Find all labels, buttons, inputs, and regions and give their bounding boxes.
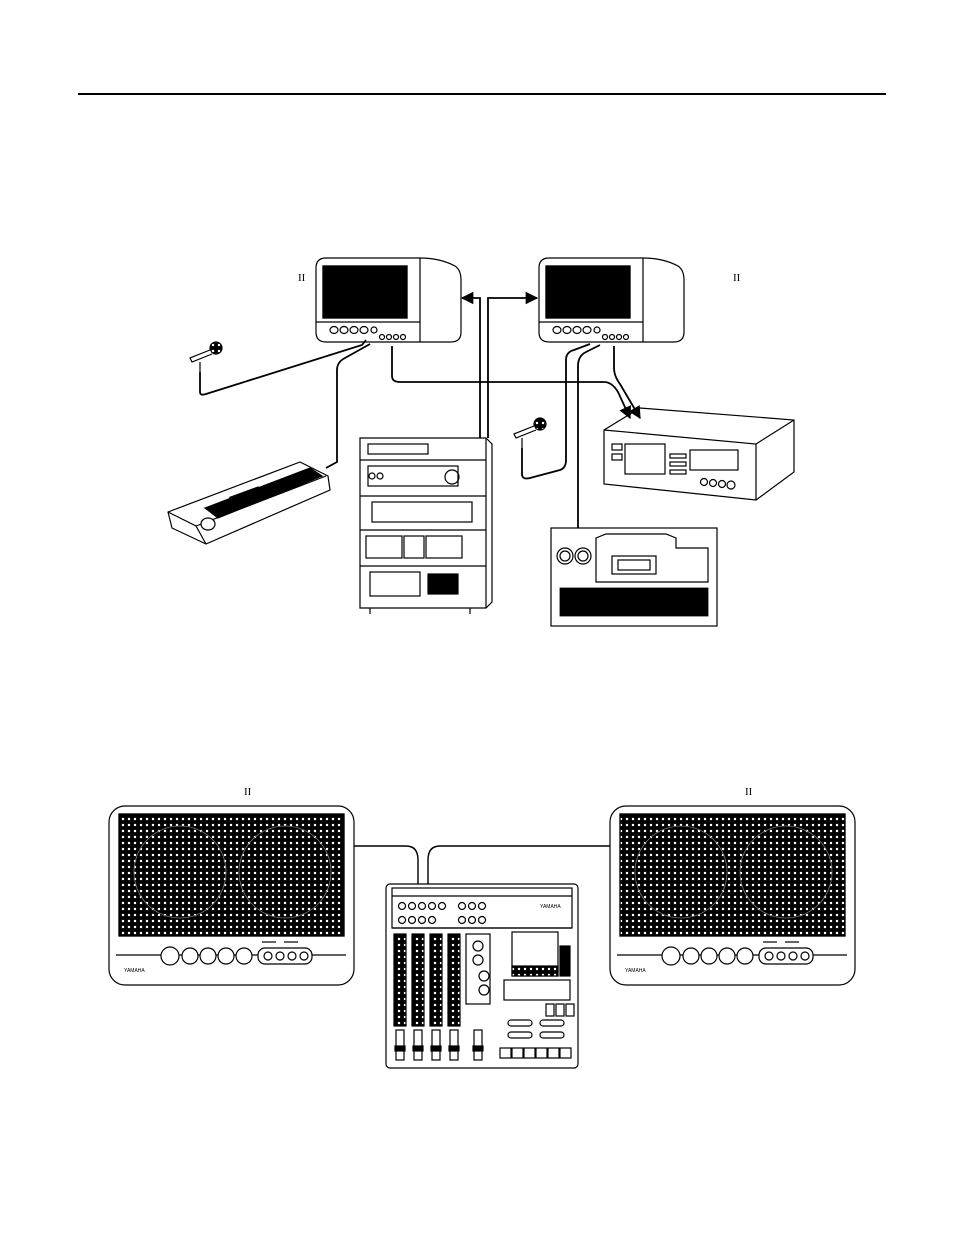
cable-stack-left-speaker <box>462 298 480 438</box>
mixer-recorder: YAMAHA <box>386 884 578 1068</box>
cable-left-speaker-deck <box>392 346 630 418</box>
label-bottom-right-speaker: II <box>745 786 753 798</box>
cable-mic-left <box>200 340 366 395</box>
drum-machine <box>551 528 717 626</box>
microphone-left <box>190 342 222 372</box>
speaker-knobs <box>161 947 252 965</box>
speaker-brand-left: YAMAHA <box>124 968 145 974</box>
cable-right-speaker-mixer <box>428 846 610 884</box>
speaker-brand-right: YAMAHA <box>625 968 646 974</box>
label-top-right-speaker: II <box>733 272 741 284</box>
cable-mic-right <box>522 344 590 479</box>
speaker-knobs <box>662 947 753 965</box>
cable-drum-machine <box>578 345 600 528</box>
drum-pads <box>560 588 708 616</box>
hifi-stack <box>360 438 492 614</box>
label-top-left-speaker: II <box>298 272 306 284</box>
cable-right-speaker-deck <box>614 346 640 418</box>
label-bottom-left-speaker: II <box>244 786 252 798</box>
bottom-right-speaker: YAMAHA <box>610 806 855 985</box>
cassette-deck <box>604 408 794 500</box>
transport-buttons <box>500 1048 571 1058</box>
mixer-brand: YAMAHA <box>540 904 561 910</box>
top-left-speaker <box>316 258 461 342</box>
cable-left-speaker-mixer <box>354 846 418 884</box>
microphone-right <box>514 418 546 448</box>
keyboard-synth <box>168 462 330 544</box>
top-right-speaker <box>539 258 684 342</box>
cable-stack-right-speaker <box>488 298 537 438</box>
bottom-left-speaker: YAMAHA <box>109 806 354 985</box>
